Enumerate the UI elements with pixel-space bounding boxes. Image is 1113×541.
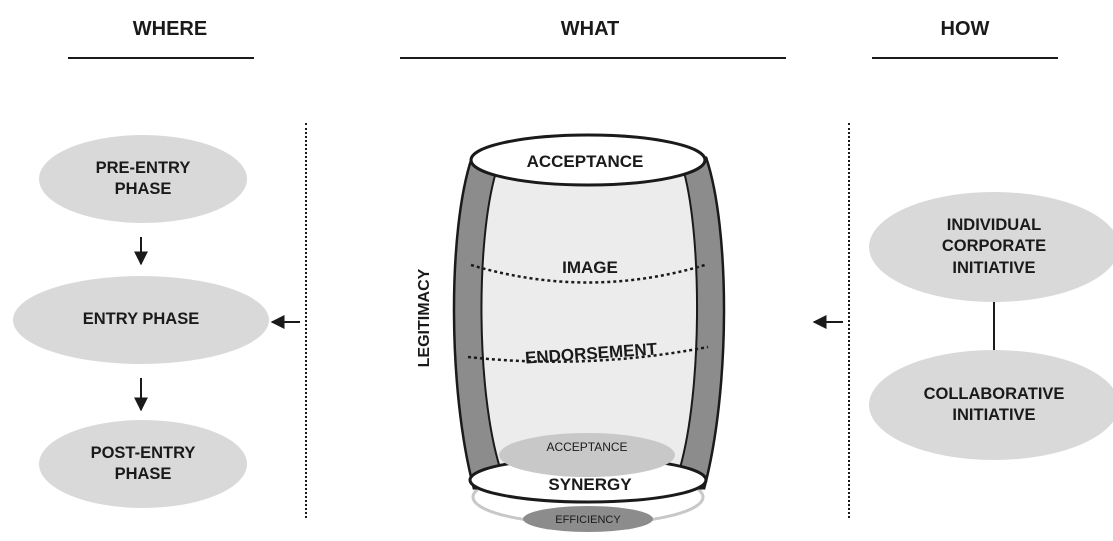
- header-what-underline: [400, 57, 786, 59]
- barrel-top-acceptance-label: ACCEPTANCE: [527, 152, 644, 171]
- post-entry-phase-node: POST-ENTRY PHASE: [39, 420, 247, 508]
- header-where: WHERE: [132, 18, 208, 40]
- image-band: [470, 263, 706, 284]
- collaborative-initiative-node: COLLABORATIVE INITIATIVE: [869, 350, 1113, 460]
- legitimacy-label: LEGITIMACY: [416, 268, 433, 367]
- entry-phase-node: ENTRY PHASE: [13, 276, 269, 364]
- right-dotted-divider: [848, 123, 850, 518]
- synergy-label: SYNERGY: [548, 475, 632, 494]
- pre-entry-phase-node: PRE-ENTRY PHASE: [39, 135, 247, 223]
- individual-corporate-initiative-node: INDIVIDUAL CORPORATE INITIATIVE: [869, 192, 1113, 302]
- inner-acceptance-label: ACCEPTANCE: [546, 440, 627, 454]
- image-label: IMAGE: [562, 258, 618, 277]
- left-dotted-divider: [305, 123, 307, 518]
- barrel-model: [452, 133, 726, 532]
- header-what: WHAT: [560, 18, 620, 40]
- header-where-underline: [68, 57, 254, 59]
- efficiency-label: EFFICIENCY: [555, 514, 621, 526]
- endorsement-band: [467, 345, 709, 363]
- header-how: HOW: [940, 18, 990, 40]
- header-how-underline: [872, 57, 1058, 59]
